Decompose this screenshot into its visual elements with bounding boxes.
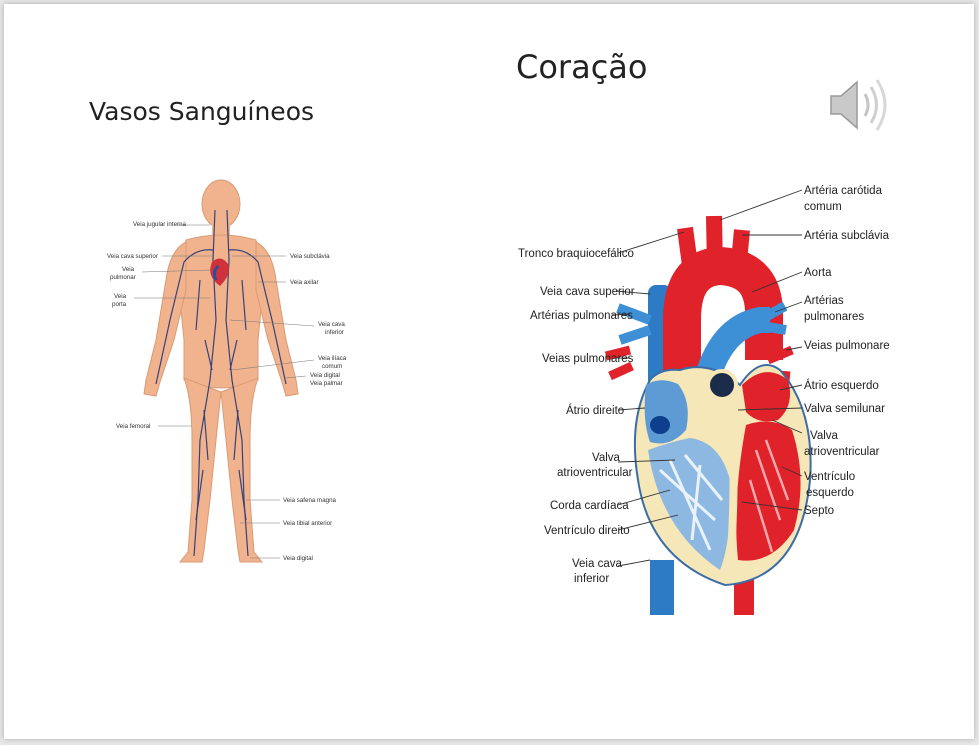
label-portal-vein-1: Veia <box>114 293 127 300</box>
label-anterior-tibial-vein: Veia tibial anterior <box>283 520 332 527</box>
label-brachiocephalic-trunk: Tronco braquiocefálico <box>518 248 634 260</box>
human-body-figure <box>144 180 298 562</box>
label-pulmonary-vein-2: pulmonar <box>110 274 136 281</box>
label-portal-vein-2: porta <box>112 301 127 308</box>
label-inferior-vena-cava-2: inferior <box>325 329 344 336</box>
label-femoral-vein: Veia femoral <box>116 423 150 430</box>
heart-anatomy-diagram: Tronco braquiocefálico Veia cava superio… <box>510 180 890 620</box>
label-pulmonary-arteries-left: Artérias pulmonares <box>530 310 633 322</box>
label-great-saphenous-vein: Veia safena magna <box>283 497 337 504</box>
blood-vessels-title: Vasos Sanguíneos <box>89 97 314 126</box>
speaker-sound-icon[interactable] <box>825 74 891 136</box>
label-av-valve-right-2: atrioventricular <box>804 446 880 458</box>
label-common-iliac-vein-1: Veia ilíaca <box>318 355 347 362</box>
label-digital-vein-hand: Veia digital <box>310 372 340 379</box>
venous-system-diagram: Veia jugular interna Veia cava superior … <box>100 170 360 580</box>
heart-title: Coração <box>516 48 647 86</box>
label-internal-jugular-vein: Veia jugular interna <box>133 221 187 228</box>
label-superior-vena-cava: Veia cava superior <box>540 286 635 298</box>
label-digital-vein-foot: Veia digital <box>283 555 313 562</box>
label-septum: Septo <box>804 505 834 517</box>
label-common-carotid-2: comum <box>804 201 842 213</box>
label-pulmonary-veins-left: Veias pulmonares <box>542 353 634 365</box>
label-left-ventricle-2: esquerdo <box>806 487 854 499</box>
label-inferior-vena-cava-1: Veia cava <box>572 558 622 570</box>
heart-illustration <box>606 216 811 615</box>
label-inferior-vena-cava-1: Veia cava <box>318 321 345 328</box>
label-left-ventricle-1: Ventrículo <box>804 471 855 483</box>
label-pulmonary-veins-right: Veias pulmonares <box>804 340 890 352</box>
label-subclavian-vein: Veia subclávia <box>290 253 330 260</box>
label-pulmonary-vein-1: Veia <box>122 266 135 273</box>
label-palmar-vein: Veia palmar <box>310 380 343 387</box>
label-av-valve-right-1: Valva <box>810 430 839 442</box>
label-right-atrium: Átrio direito <box>566 404 624 417</box>
label-common-carotid-1: Artéria carótida <box>804 185 883 197</box>
label-axillary-vein: Veia axilar <box>290 279 319 286</box>
label-chordae-tendineae: Corda cardíaca <box>550 500 629 512</box>
label-subclavian-artery: Artéria subclávia <box>804 230 890 242</box>
label-left-atrium: Átrio esquerdo <box>804 379 879 392</box>
label-superior-vena-cava: Veia cava superior <box>107 253 158 260</box>
label-aorta: Aorta <box>804 267 832 279</box>
label-common-iliac-vein-2: comum <box>322 363 342 370</box>
label-av-valve-left-2: atrioventricular <box>557 467 633 479</box>
label-pulmonary-arteries-right-2: pulmonares <box>804 311 864 323</box>
label-pulmonary-arteries-right-1: Artérias <box>804 295 844 307</box>
label-semilunar-valve: Valva semilunar <box>804 403 885 415</box>
label-inferior-vena-cava-2: inferior <box>574 573 609 585</box>
label-right-ventricle: Ventrículo direito <box>544 525 630 537</box>
label-av-valve-left-1: Valva <box>592 452 621 464</box>
